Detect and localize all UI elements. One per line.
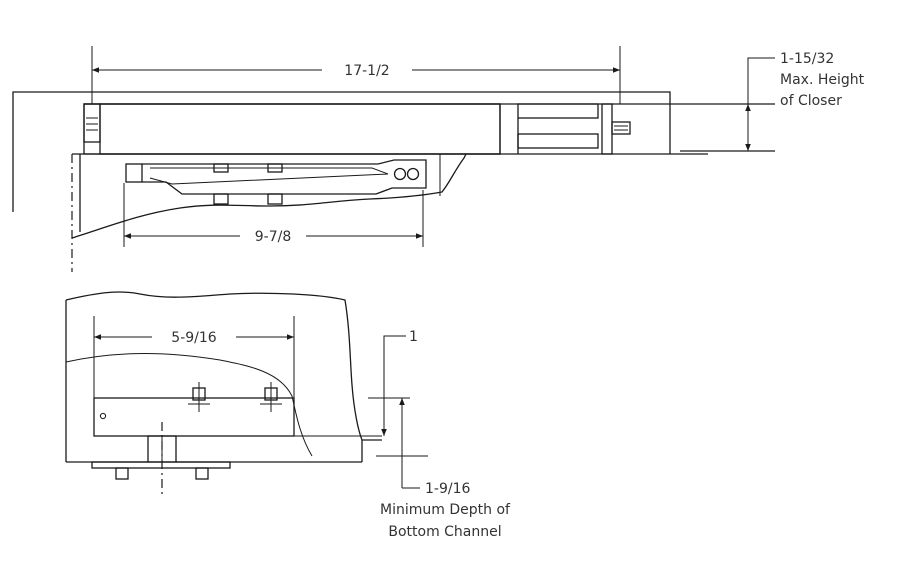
channel-depth-note-1: Minimum Depth of [380,502,511,518]
overall-length-label: 17-1/2 [344,63,389,79]
mount-bracket-bottom [517,133,599,149]
door-outline [65,291,382,441]
channel-break-line [65,353,313,457]
channel-depth-label: 1-9/16 [425,481,470,497]
closer-end-cap [83,103,101,143]
arm-length-label: 9-7/8 [255,229,292,245]
mount-plate [601,103,613,155]
closer-body [83,103,501,155]
closer-arm [125,154,441,205]
mount-bracket-top [517,103,599,119]
closer-height-note-2: of Closer [780,93,842,109]
screw-left [188,382,210,412]
offset-label: 1 [409,329,418,345]
mount-screw-block [611,121,631,135]
channel-depth-note-2: Bottom Channel [388,524,501,540]
screw-right [260,382,282,412]
top-view: 17-1/2 1-15/32 Max. Height of Closer [12,46,865,272]
pivot-spacing-label: 5-9/16 [171,330,216,346]
closer-height-note-1: Max. Height [780,72,865,88]
pivot-plate [91,461,231,469]
break-line [71,153,467,239]
closer-height-label: 1-15/32 [780,51,834,67]
frame-outline [12,91,680,212]
elevation-view: 5-9/16 1 1-9/16 Minim [65,291,511,540]
closer-in-channel [93,397,295,437]
